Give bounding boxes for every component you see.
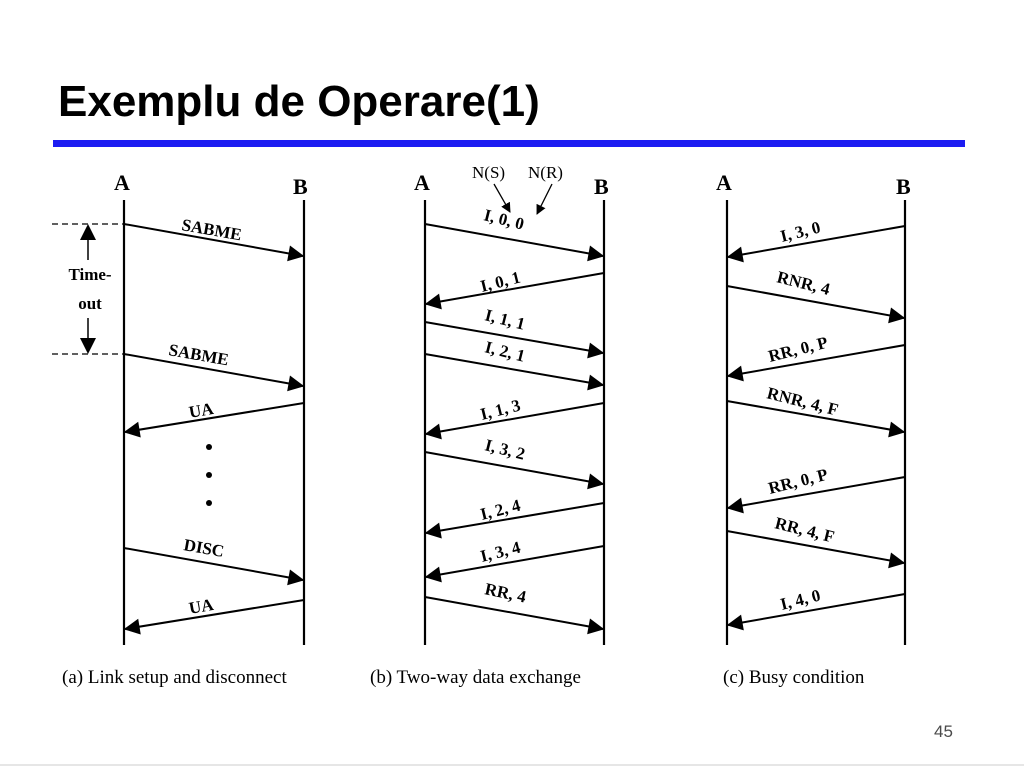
message-label: SABME — [167, 340, 230, 369]
message-label: I, 3, 2 — [483, 435, 527, 463]
message-arrow — [123, 353, 305, 392]
ns-annotation: N(S) — [472, 163, 505, 182]
caption: (a) Link setup and disconnect — [62, 667, 287, 688]
message-arrow — [424, 402, 605, 440]
message-arrow — [424, 223, 605, 262]
message-arrow — [424, 596, 605, 635]
station-a-label: A — [716, 170, 732, 195]
slide-title: Exemplu de Operare(1) — [58, 77, 540, 126]
timeout-arrowhead-down — [80, 338, 96, 354]
message-label: RNR, 4 — [775, 267, 832, 299]
timeout-label-line2: out — [78, 294, 102, 313]
message-label: I, 1, 1 — [483, 305, 527, 333]
message-arrow — [123, 402, 305, 438]
station-b-label: B — [293, 174, 308, 199]
caption: (c) Busy condition — [723, 667, 865, 688]
message-arrow — [123, 223, 305, 262]
message-label: UA — [187, 595, 215, 618]
message-label: UA — [187, 399, 215, 422]
ns-pointer — [493, 183, 511, 213]
nr-annotation: N(R) — [528, 163, 563, 182]
station-b-label: B — [896, 174, 911, 199]
station-a-label: A — [114, 170, 130, 195]
message-arrow — [726, 476, 906, 514]
message-arrow — [424, 353, 605, 391]
message-label: DISC — [182, 535, 225, 561]
title-underline — [53, 140, 965, 147]
ellipsis-dot — [206, 500, 212, 506]
message-label: RR, 0, P — [766, 333, 829, 366]
message-arrow — [726, 400, 906, 438]
footer-divider — [0, 764, 1024, 766]
page-number: 45 — [934, 722, 953, 741]
timeout-label-line1: Time- — [68, 265, 111, 284]
message-arrow — [726, 225, 906, 263]
diagram-a: A B Time- out SABME SABME UA DISC UA (a)… — [52, 170, 308, 688]
message-arrow — [726, 593, 906, 631]
message-label: I, 1, 3 — [478, 396, 522, 424]
station-b-label: B — [594, 174, 609, 199]
ellipsis-dot — [206, 444, 212, 450]
message-arrow — [424, 321, 605, 359]
station-a-label: A — [414, 170, 430, 195]
message-arrow — [424, 502, 605, 539]
message-arrow — [123, 547, 305, 586]
message-label: RR, 0, P — [766, 465, 829, 498]
message-label: I, 2, 1 — [483, 337, 527, 365]
message-label: I, 0, 0 — [482, 205, 526, 233]
timeout-arrowhead-up — [80, 224, 96, 240]
message-arrow — [123, 599, 305, 635]
diagram-c: A B I, 3, 0 RNR, 4 RR, 0, P RNR, 4, F RR… — [716, 170, 911, 688]
message-arrow — [424, 272, 605, 310]
diagram-b: A B N(S) N(R) I, 0, 0 I, 0, 1 I, 1, 1 I,… — [370, 163, 609, 688]
message-arrow — [726, 285, 906, 324]
message-label: RR, 4 — [483, 579, 528, 606]
caption: (b) Two-way data exchange — [370, 667, 581, 688]
message-arrow — [726, 344, 906, 382]
message-arrow — [424, 451, 605, 490]
ellipsis-dot — [206, 472, 212, 478]
nr-pointer — [536, 183, 553, 215]
message-arrow — [726, 530, 906, 569]
message-arrow — [424, 545, 605, 583]
